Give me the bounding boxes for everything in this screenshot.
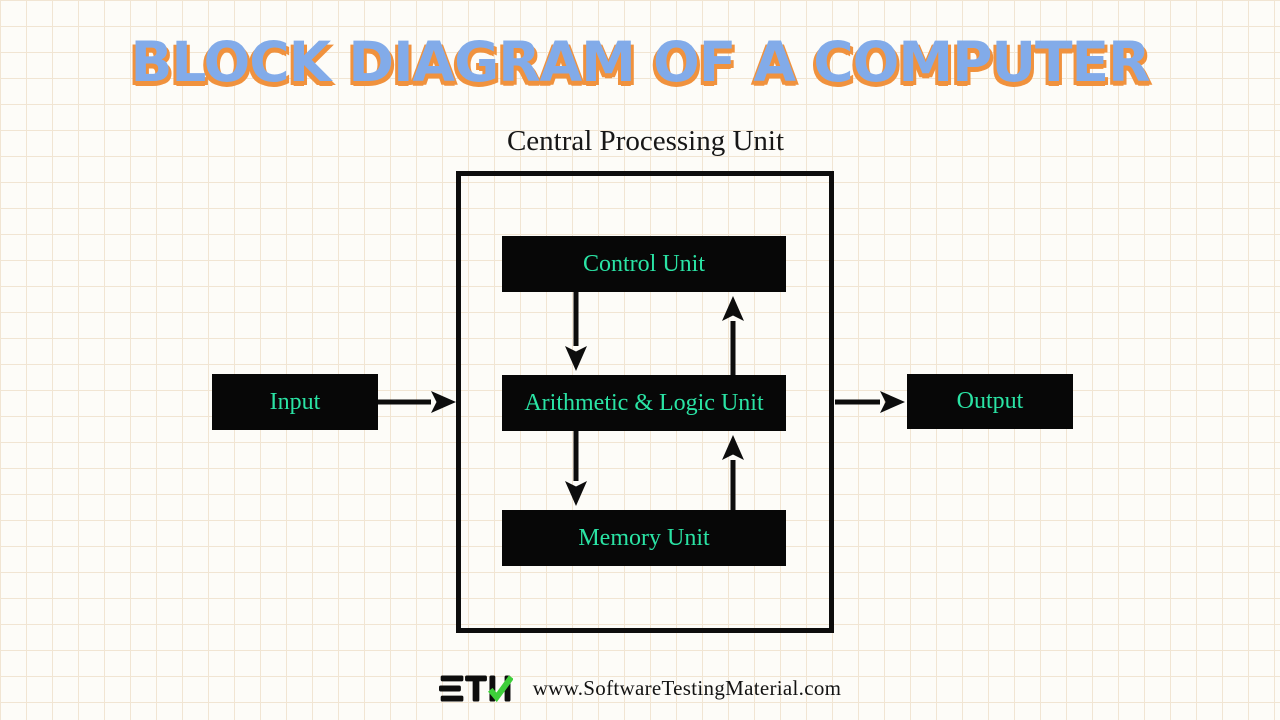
block-arithmetic-logic-unit: Arithmetic & Logic Unit: [502, 375, 786, 431]
block-control-unit-label: Control Unit: [582, 250, 705, 277]
page-title: BLOCK DIAGRAM OF A COMPUTER: [130, 30, 1151, 94]
block-input-label: Input: [269, 388, 321, 415]
block-memory-unit-label: Memory Unit: [578, 524, 710, 551]
block-arithmetic-logic-unit-label: Arithmetic & Logic Unit: [524, 389, 764, 416]
block-input: Input: [212, 374, 378, 430]
block-control-unit: Control Unit: [502, 236, 786, 292]
stm-logo: [438, 675, 513, 703]
check-icon: [487, 675, 513, 703]
block-memory-unit: Memory Unit: [502, 510, 786, 566]
block-output-label: Output: [956, 388, 1024, 414]
logo-s-bar-bottom: [440, 695, 464, 702]
logo-s-bar-middle: [438, 685, 461, 692]
website-url: www.SoftwareTestingMaterial.com: [532, 676, 842, 700]
footer: www.SoftwareTestingMaterial.com: [0, 671, 1280, 706]
block-output: Output: [907, 374, 1073, 429]
cpu-label: Central Processing Unit: [506, 125, 785, 157]
logo-t-stem: [472, 677, 480, 702]
logo-s-bar-top: [440, 675, 464, 682]
cpu-outline-box: [456, 171, 834, 633]
